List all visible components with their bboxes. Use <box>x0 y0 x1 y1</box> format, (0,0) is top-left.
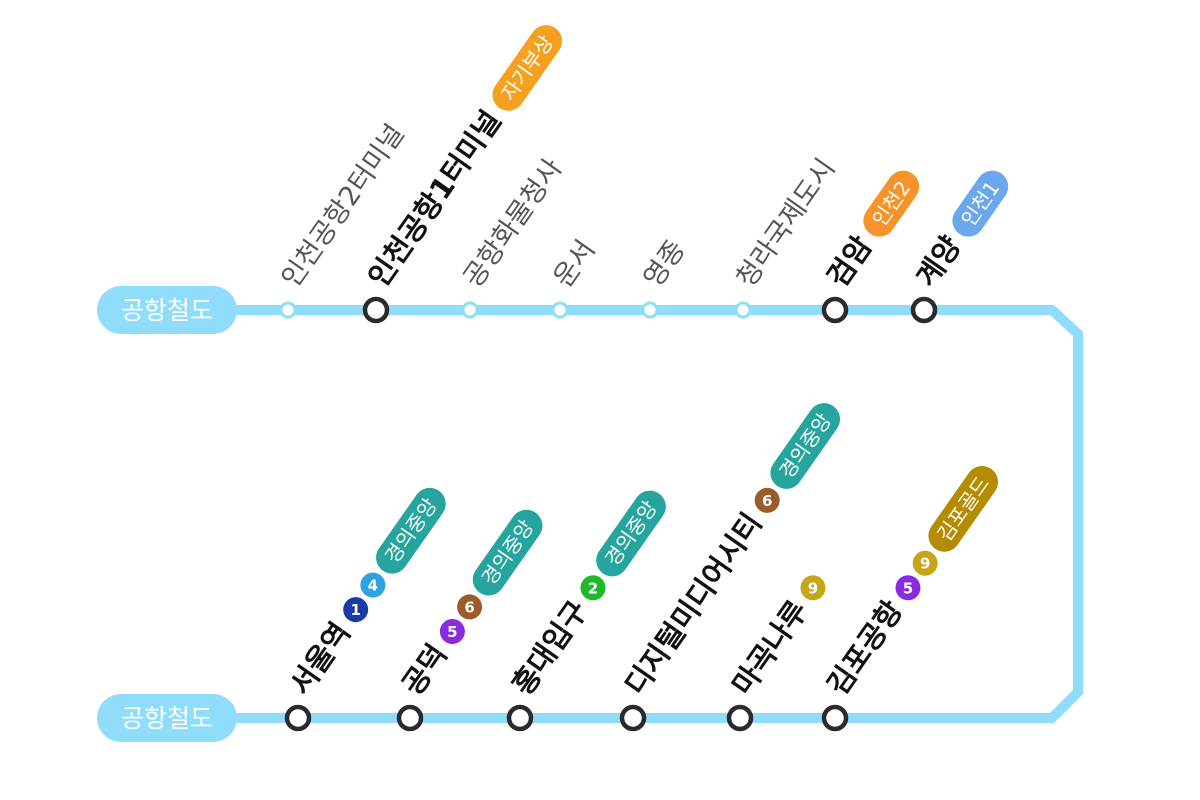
line-number-badge <box>343 597 369 623</box>
station-name: 마곡나루 <box>725 594 814 701</box>
line-number-badge <box>439 618 465 644</box>
transfer-station-marker <box>910 296 938 324</box>
line-label-top: 공항철도 <box>97 286 237 334</box>
transfer-station-marker <box>821 296 849 324</box>
top-station: 청라국제도시 <box>731 153 842 319</box>
line-label-bottom-bg <box>97 694 237 742</box>
line-name-badge <box>492 25 563 111</box>
station-label-group: 영종 <box>638 235 692 293</box>
line-number-text: 9 <box>808 579 818 597</box>
top-station: 영종 <box>638 235 692 319</box>
station-name: 검암 <box>820 230 879 293</box>
station-name: 홍대입구 <box>505 594 594 701</box>
line-number-badge <box>895 575 921 601</box>
transfer-station-marker <box>619 704 647 732</box>
line-number-text: 9 <box>920 555 930 573</box>
line-number-badge <box>800 575 826 601</box>
line-name-badge <box>928 466 999 552</box>
line-number-badge <box>457 594 483 620</box>
line-name-badge <box>472 509 543 596</box>
station-name: 서울역 <box>283 616 357 701</box>
station-marker <box>279 301 297 319</box>
station-name: 영종 <box>638 235 692 293</box>
line-name-badge <box>770 403 841 489</box>
transfer-station-marker <box>362 296 390 324</box>
transfer-station-marker <box>821 704 849 732</box>
transfer-station-marker <box>396 704 424 732</box>
transfer-station-marker <box>506 704 534 732</box>
top-station: 공항화물청사 <box>458 153 569 319</box>
line-name-badge <box>376 487 446 574</box>
transfer-station-marker <box>726 704 754 732</box>
line-label-bottom: 공항철도 <box>97 694 237 742</box>
station-name: 계양 <box>909 230 968 293</box>
line-number-badge <box>754 487 780 513</box>
line-number-badge <box>580 575 606 601</box>
line-number-text: 6 <box>464 598 474 616</box>
station-marker <box>461 301 479 319</box>
station-name: 공덕 <box>395 638 453 701</box>
transfer-station-marker <box>284 704 312 732</box>
line-name-badge <box>952 170 1009 237</box>
station-name: 김포공항 <box>820 594 909 701</box>
line-name-badge <box>863 170 920 237</box>
station-marker <box>551 301 569 319</box>
line-label-bottom-text: 공항철도 <box>121 704 213 733</box>
line-number-badge <box>360 572 386 598</box>
line-number-text: 4 <box>368 577 378 595</box>
station-marker <box>734 301 752 319</box>
line-number-badge <box>912 550 938 576</box>
line-number-text: 5 <box>447 623 457 641</box>
top-station: 운서 <box>548 235 602 319</box>
line-number-text: 2 <box>588 579 598 597</box>
station-label-group: 운서 <box>548 235 602 293</box>
line-name-badge <box>596 490 666 577</box>
station-name: 운서 <box>548 235 602 293</box>
line-number-text: 1 <box>350 601 360 619</box>
line-number-text: 6 <box>762 492 772 510</box>
line-number-text: 5 <box>903 579 913 597</box>
line-label-top-text: 공항철도 <box>121 296 213 325</box>
line-label-top-bg <box>97 286 237 334</box>
station-marker <box>641 301 659 319</box>
